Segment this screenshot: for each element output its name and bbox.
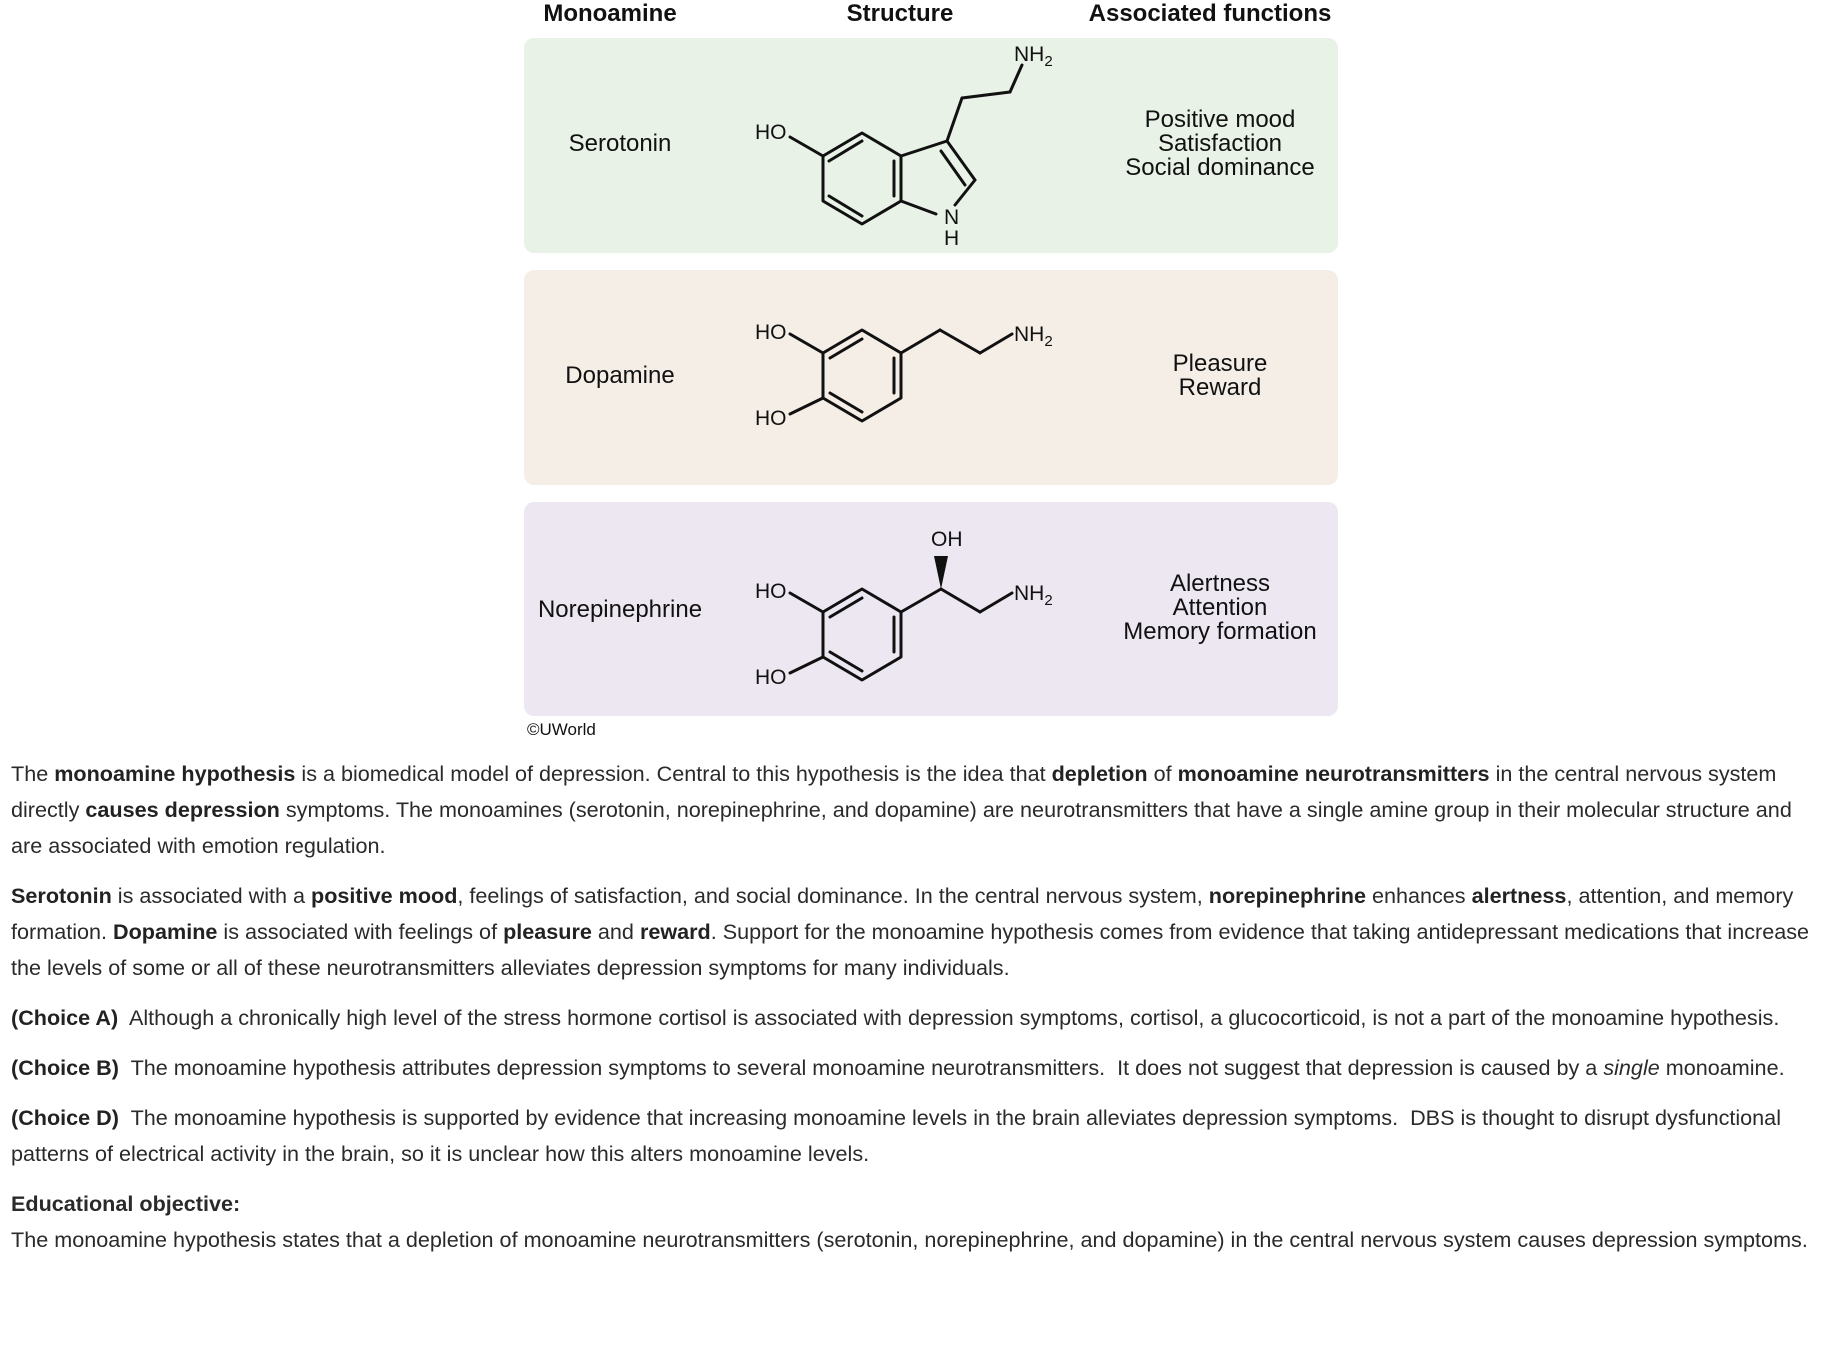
norepinephrine-ho2-label: HO bbox=[755, 666, 787, 689]
dopamine-card bbox=[524, 270, 1338, 485]
function-item: Memory formation bbox=[1123, 618, 1317, 645]
header-associated-functions: Associated functions bbox=[1088, 0, 1332, 27]
function-item: Alertness bbox=[1169, 570, 1271, 597]
serotonin-name: Serotonin bbox=[568, 130, 672, 157]
serotonin-ho-label: HO bbox=[755, 121, 787, 144]
educational-objective-text: The monoamine hypothesis states that a d… bbox=[11, 1227, 1808, 1252]
function-item: Satisfaction bbox=[1157, 130, 1283, 157]
dopamine-functions: Pleasure Reward bbox=[1090, 352, 1350, 400]
norepinephrine-functions: Alertness Attention Memory formation bbox=[1090, 572, 1350, 644]
norepinephrine-ho1-label: HO bbox=[755, 580, 787, 603]
chemical-structures: HO NH2 N H HO HO NH2 OH HO HO NH2 bbox=[755, 43, 1053, 689]
choice-a-explanation: (Choice A) Although a chronically high l… bbox=[11, 1005, 1780, 1030]
header-monoamine: Monoamine bbox=[543, 0, 677, 27]
function-item: Attention bbox=[1172, 594, 1268, 621]
serotonin-functions: Positive mood Satisfaction Social domina… bbox=[1090, 108, 1350, 180]
educational-objective-title: Educational objective: bbox=[11, 1191, 241, 1216]
norepinephrine-structure bbox=[788, 587, 1014, 682]
dopamine-ho2-label: HO bbox=[755, 407, 787, 430]
norepinephrine-card bbox=[524, 502, 1338, 716]
serotonin-structure bbox=[788, 63, 1024, 226]
function-item: Social dominance bbox=[1125, 154, 1315, 181]
choice-b-explanation: (Choice B) The monoamine hypothesis attr… bbox=[11, 1055, 1785, 1080]
paragraph-monoamines: Serotonin is associated with a positive … bbox=[11, 883, 1810, 980]
dopamine-structure bbox=[788, 328, 1014, 423]
serotonin-h-label: H bbox=[944, 227, 959, 250]
copyright-credit: ©UWorld bbox=[527, 720, 596, 739]
choice-d-explanation: (Choice D) The monoamine hypothesis is s… bbox=[11, 1105, 1787, 1166]
function-item: Reward bbox=[1178, 374, 1262, 401]
explanation-text: The monoamine hypothesis is a biomedical… bbox=[11, 756, 1821, 1258]
dopamine-nh2-label: NH2 bbox=[1014, 323, 1053, 350]
dopamine-ho1-label: HO bbox=[755, 321, 787, 344]
dopamine-name: Dopamine bbox=[565, 362, 675, 389]
function-item: Pleasure bbox=[1172, 350, 1268, 377]
serotonin-nh2-label: NH2 bbox=[1014, 43, 1053, 70]
function-item: Positive mood bbox=[1144, 106, 1296, 133]
serotonin-n-label: N bbox=[944, 206, 959, 229]
norepinephrine-name: Norepinephrine bbox=[537, 596, 703, 623]
monoamine-figure: Monoamine Structure Associated functions… bbox=[524, 0, 1350, 739]
paragraph-hypothesis: The monoamine hypothesis is a biomedical… bbox=[11, 761, 1792, 858]
norepinephrine-nh2-label: NH2 bbox=[1014, 582, 1053, 609]
norepinephrine-oh-label: OH bbox=[931, 528, 963, 551]
header-structure: Structure bbox=[846, 0, 954, 27]
stereo-wedge bbox=[934, 556, 948, 589]
